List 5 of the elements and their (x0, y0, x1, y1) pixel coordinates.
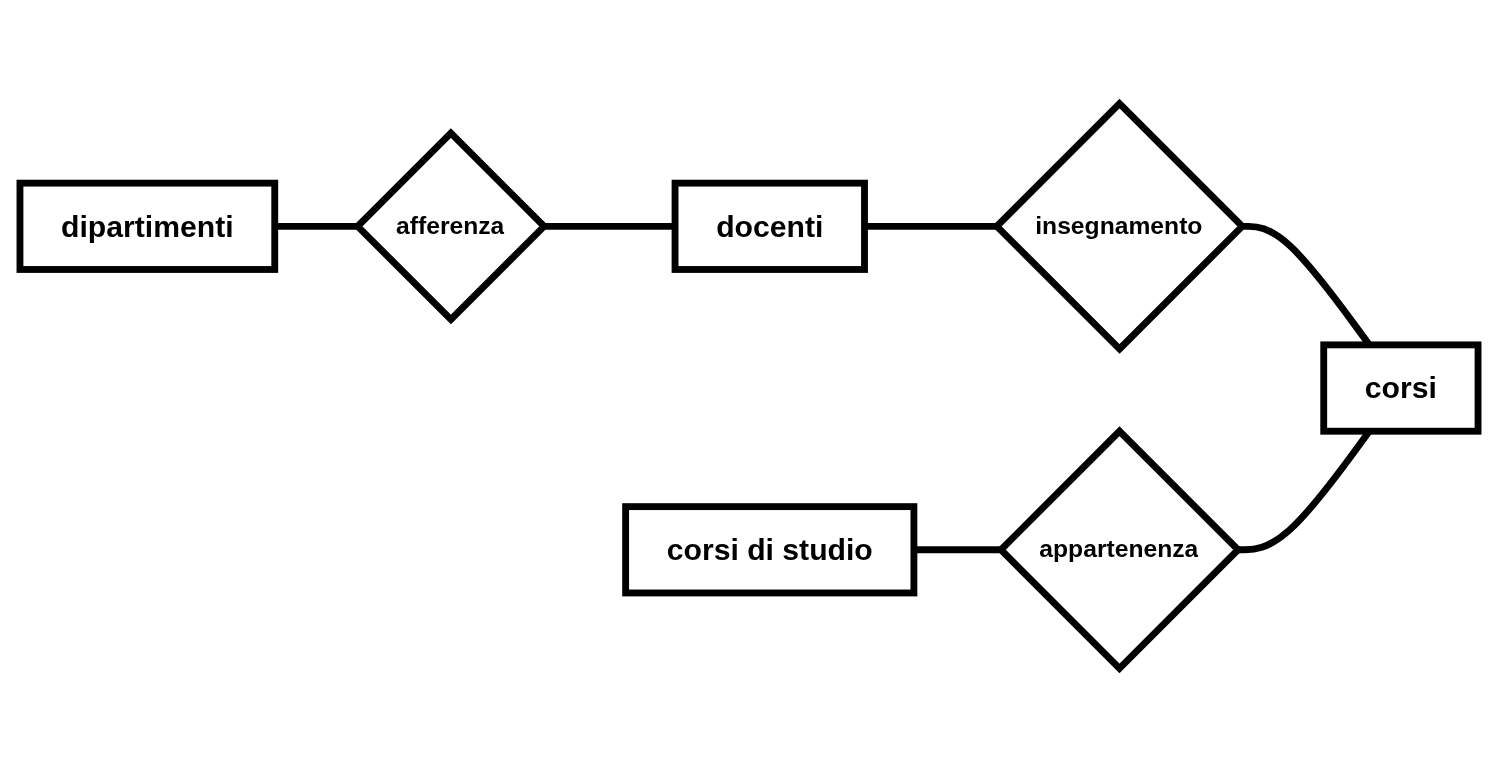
node-box: docenti (671, 179, 868, 273)
node-box: corsi (1319, 340, 1481, 435)
node-box: corsi di studio (621, 502, 917, 596)
node-box: dipartimenti (16, 179, 278, 273)
node-diamond: afferenza (352, 127, 549, 324)
